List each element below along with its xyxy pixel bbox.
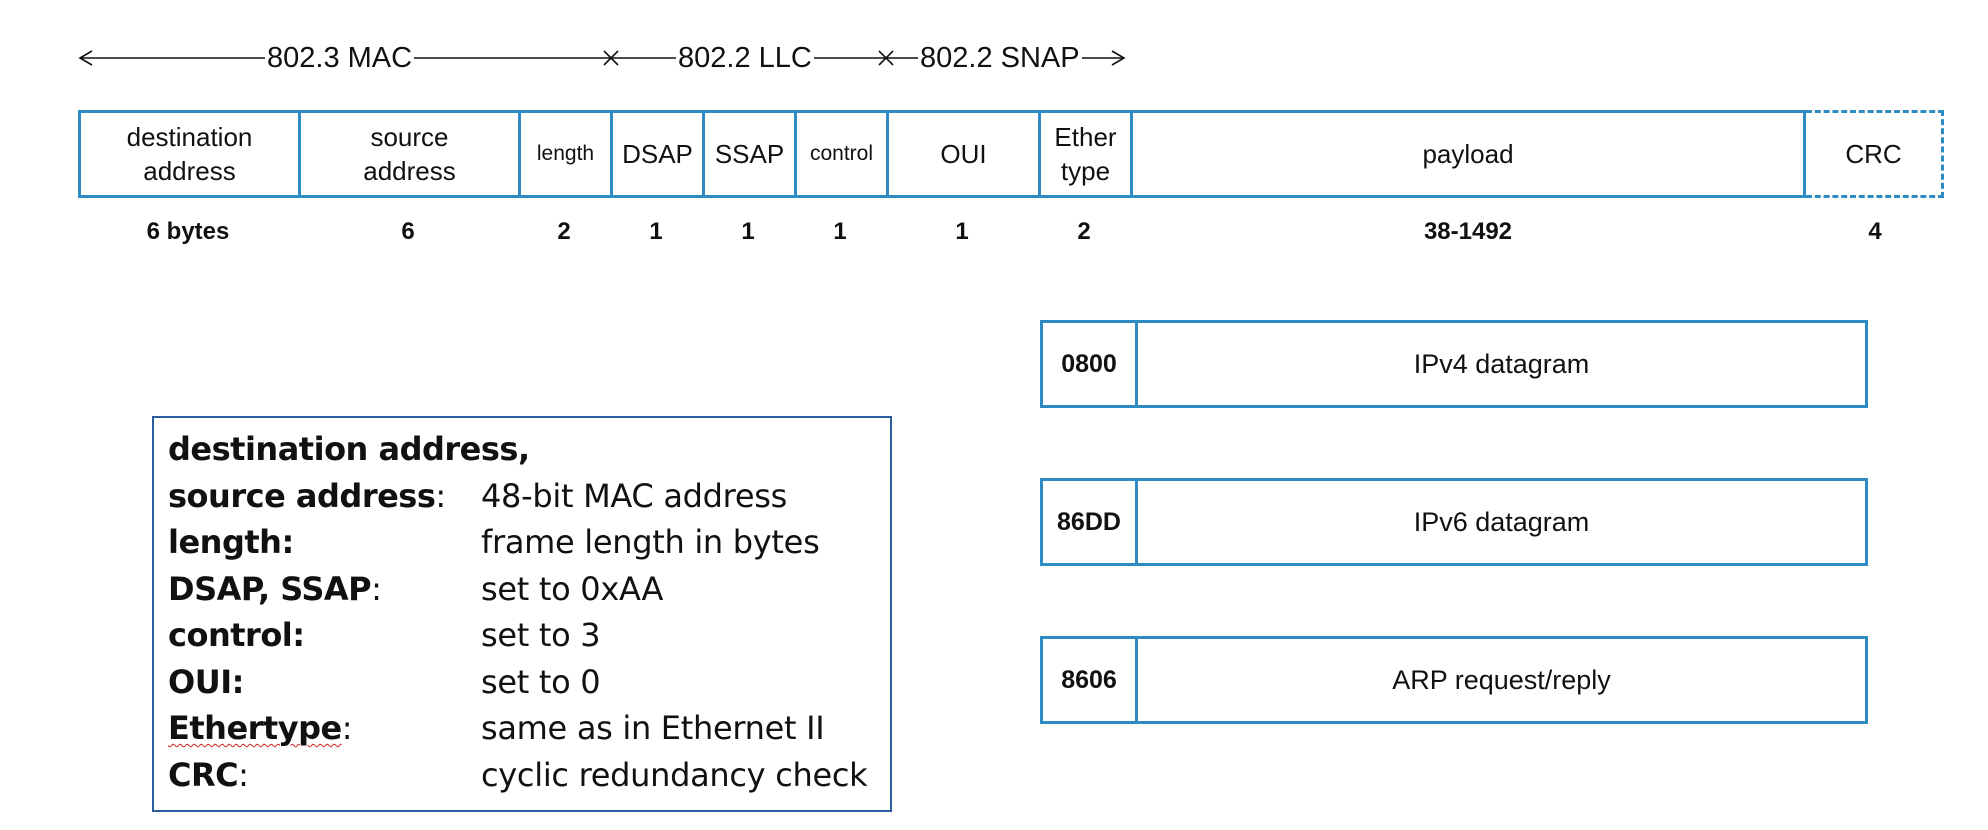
legend-desc: cyclic redundancy check	[481, 755, 868, 794]
field-destination-address: destination address	[78, 110, 298, 198]
legend-term-punct: :	[341, 709, 353, 747]
legend-desc: set to 3	[481, 616, 601, 654]
field-crc: CRC	[1806, 110, 1944, 198]
span-left-arrowhead	[78, 50, 93, 66]
ethertype-code: 86DD	[1043, 481, 1138, 563]
ethertype-code: 0800	[1043, 323, 1138, 405]
legend-term: source address:	[168, 473, 446, 520]
legend-row: DSAP, SSAP: set to 0xAA	[168, 566, 890, 613]
size-oui: 1	[955, 218, 969, 245]
span-boundary-llc-snap-b	[878, 50, 894, 66]
size-payload: 38-1492	[1423, 218, 1513, 245]
size-destination-address: 6 bytes	[146, 218, 230, 245]
ethertype-payload-desc: IPv6 datagram	[1413, 506, 1590, 537]
ethertype-payload-desc: IPv4 datagram	[1413, 348, 1590, 379]
legend-desc: set to 0	[481, 662, 601, 701]
legend-term: destination address,	[168, 426, 530, 473]
legend-term-text: DSAP, SSAP	[168, 569, 372, 608]
ethertype-map-ipv6: 86DD IPv6 datagram	[1040, 478, 1868, 566]
legend-term-text: destination address,	[168, 430, 530, 468]
ethertype-code: 8606	[1043, 639, 1138, 721]
legend-row: destination address,	[168, 426, 890, 473]
legend-term-text: control:	[168, 616, 305, 654]
legend-term-text: source address	[168, 476, 436, 515]
size-length: 2	[557, 218, 571, 245]
size-control: 1	[833, 218, 847, 245]
span-label-mac: 802.3 MAC	[265, 40, 415, 76]
legend-term-punct: :	[435, 476, 446, 515]
legend-row: control: set to 3	[168, 612, 890, 659]
legend-term: length:	[168, 519, 294, 566]
legend-row: length: frame length in bytes	[168, 519, 890, 566]
legend-row: source address: 48-bit MAC address	[168, 473, 890, 520]
field-oui: OUI	[886, 110, 1038, 198]
field-legend: destination address, source address: 48-…	[152, 416, 892, 812]
size-ssap: 1	[741, 218, 755, 245]
field-dsap: DSAP	[610, 110, 702, 198]
legend-term-text: length:	[168, 523, 294, 561]
legend-row: Ethertype: same as in Ethernet II	[168, 705, 890, 752]
legend-desc: set to 0xAA	[481, 569, 664, 608]
legend-desc: same as in Ethernet II	[481, 709, 825, 747]
span-label-snap: 802.2 SNAP	[918, 40, 1082, 76]
legend-term-text: OUI:	[168, 662, 244, 701]
size-source-address: 6	[401, 218, 415, 245]
legend-term: CRC:	[168, 752, 249, 799]
legend-term: control:	[168, 612, 305, 659]
span-label-llc: 802.2 LLC	[676, 40, 814, 76]
legend-term-punct: :	[371, 569, 382, 608]
size-dsap: 1	[649, 218, 663, 245]
legend-term: OUI:	[168, 659, 244, 706]
legend-row: CRC: cyclic redundancy check	[168, 752, 890, 799]
legend-row: OUI: set to 0	[168, 659, 890, 706]
size-crc: 4	[1868, 218, 1882, 245]
legend-term: Ethertype:	[168, 705, 352, 752]
span-right-arrowhead	[1111, 50, 1126, 66]
legend-desc: 48-bit MAC address	[481, 476, 787, 515]
ethertype-map-ipv4: 0800 IPv4 datagram	[1040, 320, 1868, 408]
legend-term-text: Ethertype	[168, 709, 342, 747]
field-ethertype: Ether type	[1038, 110, 1130, 198]
span-boundary-mac-llc-b	[603, 50, 619, 66]
ethertype-map-arp: 8606 ARP request/reply	[1040, 636, 1868, 724]
field-control: control	[794, 110, 886, 198]
ethertype-payload-desc: ARP request/reply	[1392, 664, 1611, 695]
field-length: length	[518, 110, 610, 198]
legend-desc: frame length in bytes	[481, 523, 820, 561]
legend-term-text: CRC	[168, 755, 239, 794]
field-payload: payload	[1130, 110, 1806, 198]
protocol-span-row: 802.3 MAC 802.2 LLC 802.2 SNAP	[0, 0, 1988, 110]
legend-term-punct: :	[238, 755, 249, 794]
legend-term: DSAP, SSAP:	[168, 566, 382, 613]
field-source-address: source address	[298, 110, 518, 198]
field-ssap: SSAP	[702, 110, 794, 198]
size-ethertype: 2	[1077, 218, 1091, 245]
